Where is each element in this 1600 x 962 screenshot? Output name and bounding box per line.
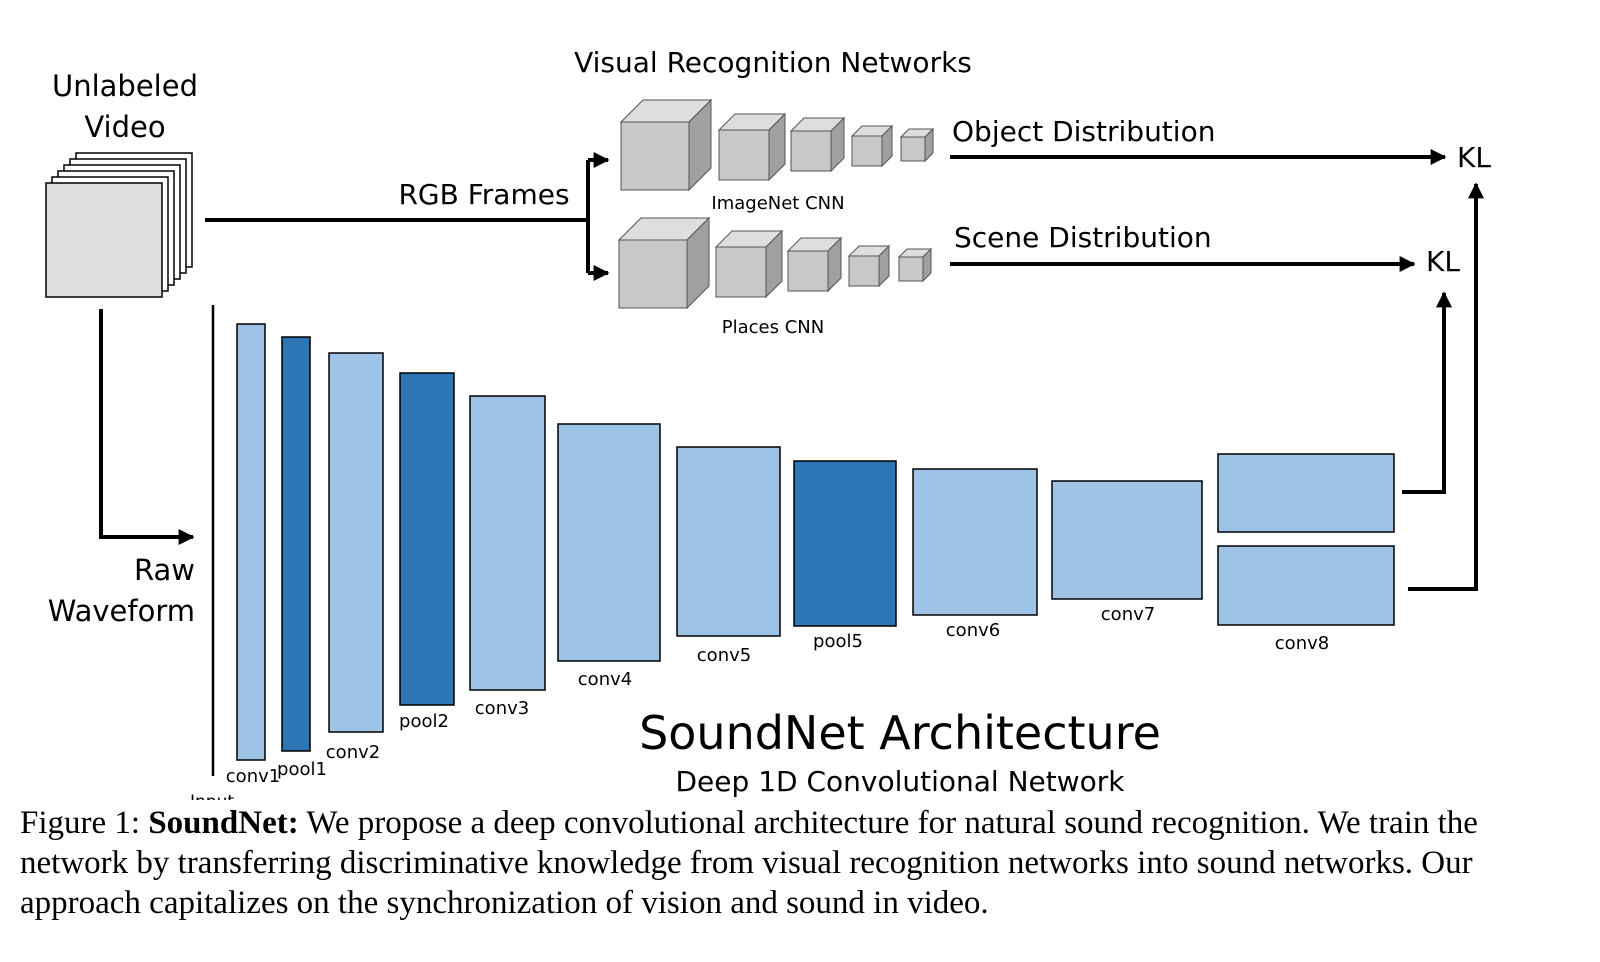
cnn-layer-cube bbox=[617, 216, 711, 310]
layer-conv3 bbox=[469, 395, 546, 691]
layer-conv1 bbox=[236, 323, 266, 761]
layer-conv8-scene-branch bbox=[1217, 545, 1395, 626]
video-frame bbox=[45, 182, 163, 298]
layer-pool2 bbox=[399, 372, 455, 706]
unlabeled-video-label-line2: Video bbox=[84, 110, 165, 144]
caption-prefix: Figure 1: bbox=[20, 805, 149, 841]
kl-scene-label: KL bbox=[1426, 245, 1460, 278]
layer-conv5 bbox=[676, 446, 781, 637]
layer-conv8 bbox=[1217, 453, 1395, 533]
layer-label-conv1: conv1 bbox=[226, 766, 280, 787]
object-distribution-label: Object Distribution bbox=[952, 115, 1215, 148]
raw-waveform-label-line2: Waveform bbox=[48, 594, 195, 628]
architecture-title: SoundNet Architecture bbox=[639, 706, 1161, 760]
visual-networks-title: Visual Recognition Networks bbox=[574, 46, 972, 79]
imagenet-cnn-label: ImageNet CNN bbox=[711, 193, 844, 214]
layer-label-conv7: conv7 bbox=[1101, 604, 1155, 625]
cnn-layer-cube bbox=[850, 124, 894, 168]
figure-caption: Figure 1: SoundNet: We propose a deep co… bbox=[20, 803, 1580, 923]
layer-conv4 bbox=[557, 423, 661, 662]
layer-label-conv8: conv8 bbox=[1275, 633, 1329, 654]
cnn-layer-cube bbox=[789, 116, 846, 173]
layer-label-pool5: pool5 bbox=[813, 631, 863, 652]
cnn-layer-cube bbox=[847, 244, 891, 288]
caption-text: We propose a deep convolutional architec… bbox=[20, 805, 1478, 921]
layer-label-pool2: pool2 bbox=[399, 711, 449, 732]
soundnet-diagram: Unlabeled Video Visual Recognition Netwo… bbox=[45, 46, 1491, 800]
conv8-to-kl-connectors bbox=[1402, 182, 1484, 591]
layer-conv7 bbox=[1051, 480, 1203, 600]
video-frames-icon bbox=[45, 152, 193, 298]
cnn-layer-cube bbox=[714, 229, 784, 299]
layer-conv6 bbox=[912, 468, 1038, 616]
input-label: Input bbox=[190, 792, 234, 800]
video-to-waveform-arrow bbox=[99, 309, 195, 545]
layer-label-conv5: conv5 bbox=[697, 645, 751, 666]
layer-conv2 bbox=[328, 352, 384, 733]
cnn-layer-cube bbox=[717, 112, 787, 182]
cnn-layer-cube bbox=[786, 236, 843, 293]
layer-label-pool1: pool1 bbox=[277, 759, 327, 780]
raw-waveform-label-line1: Raw bbox=[134, 553, 195, 587]
rgb-frames-label: RGB Frames bbox=[398, 178, 569, 211]
cnn-layer-cube bbox=[897, 247, 933, 283]
places-cnn-label: Places CNN bbox=[722, 317, 824, 338]
layer-label-conv3: conv3 bbox=[475, 698, 529, 719]
scene-distribution-label: Scene Distribution bbox=[954, 221, 1212, 254]
layer-pool5 bbox=[793, 460, 897, 627]
layer-label-conv6: conv6 bbox=[946, 620, 1000, 641]
layer-label-conv2: conv2 bbox=[326, 742, 380, 763]
unlabeled-video-label-line1: Unlabeled bbox=[52, 69, 198, 103]
cnn-layer-cube bbox=[619, 98, 713, 192]
imagenet-cnn-cubes bbox=[619, 98, 935, 192]
cnn-layer-cube bbox=[899, 127, 935, 163]
layer-pool1 bbox=[281, 336, 311, 752]
layer-label-conv4: conv4 bbox=[578, 669, 632, 690]
architecture-subtitle: Deep 1D Convolutional Network bbox=[676, 765, 1126, 798]
rgb-frames-connector bbox=[205, 152, 610, 281]
kl-object-label: KL bbox=[1457, 141, 1491, 174]
places-cnn-cubes bbox=[617, 216, 933, 310]
caption-bold: SoundNet: bbox=[148, 805, 299, 841]
